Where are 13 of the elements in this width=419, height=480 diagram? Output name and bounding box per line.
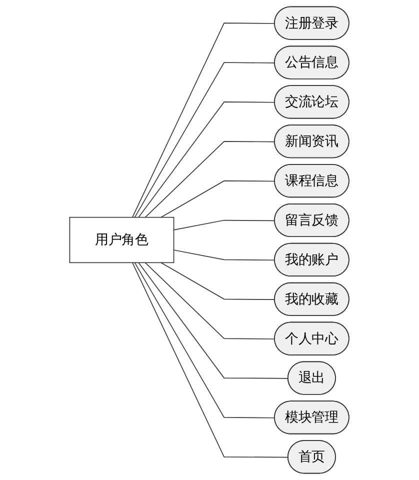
connector bbox=[174, 250, 276, 261]
connector bbox=[132, 22, 276, 218]
connector bbox=[145, 140, 276, 218]
connector bbox=[132, 262, 289, 458]
connector bbox=[138, 102, 276, 218]
connector bbox=[145, 262, 276, 340]
connector bbox=[160, 262, 276, 300]
connector bbox=[134, 62, 276, 218]
connector bbox=[174, 220, 276, 230]
connector bbox=[134, 262, 276, 418]
connector bbox=[138, 262, 289, 379]
node-box: 用户角色 bbox=[69, 216, 174, 264]
connector bbox=[160, 180, 276, 218]
